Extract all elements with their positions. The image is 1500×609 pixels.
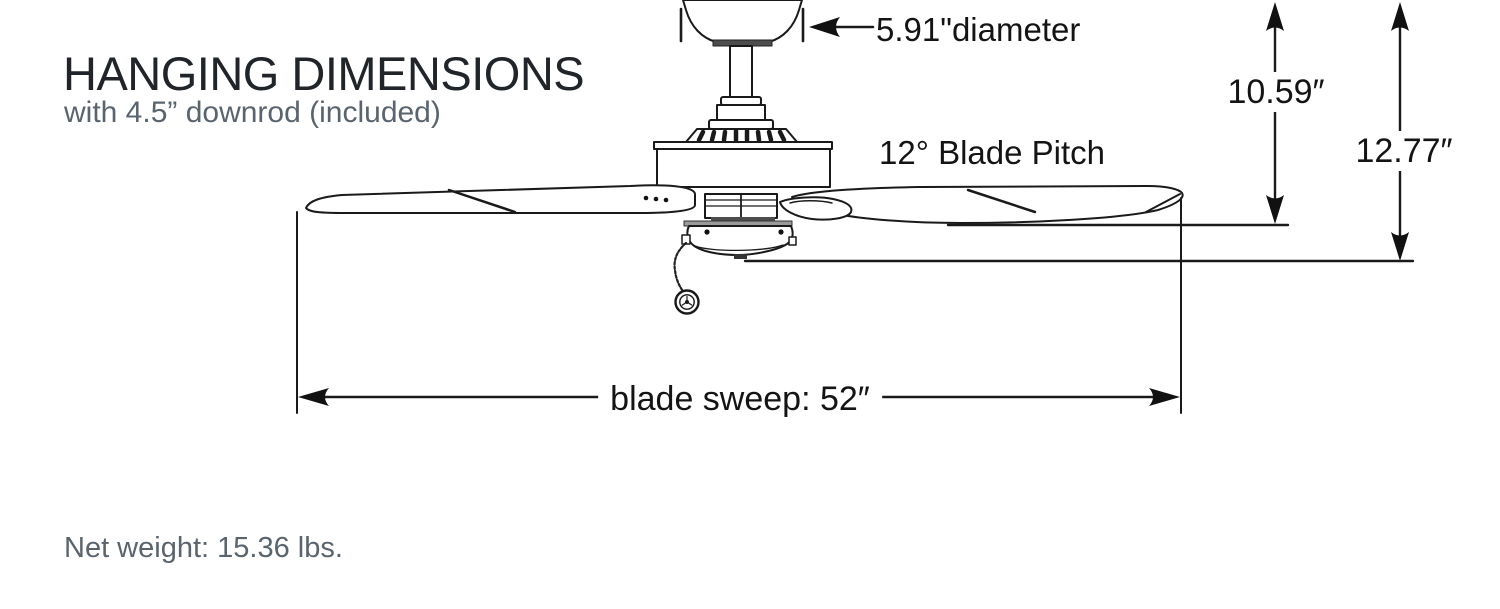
page-subtitle: with 4.5” downrod (included) (64, 96, 441, 129)
blade-pitch-label: 12° Blade Pitch (879, 134, 1106, 171)
canopy-diameter-label: 5.91"diameter (876, 11, 1081, 48)
motor-housing (653, 141, 833, 188)
blade-right (791, 185, 1184, 224)
switch-housing (681, 217, 797, 259)
ceiling-to-blades-label: 10.59″ (1221, 72, 1331, 113)
canopy (682, 0, 803, 47)
page-title: HANGING DIMENSIONS (63, 47, 585, 100)
hub (704, 193, 778, 219)
ceiling-to-bottom-label: 12.77″ (1349, 131, 1459, 172)
downrod-coupling (708, 96, 774, 130)
diameter-tick-marks (679, 7, 805, 43)
pull-chain (673, 241, 700, 315)
height-10-59-dimension-line (1266, 2, 1284, 224)
downrod (729, 45, 753, 99)
net-weight-label: Net weight: 15.36 lbs. (64, 532, 343, 564)
blade-sweep-label: blade sweep: 52″ (598, 379, 882, 420)
diameter-arrow (809, 17, 875, 37)
blade-left (305, 184, 696, 214)
pull-chain-ball (674, 289, 700, 315)
motor-vents (685, 128, 798, 143)
blade-iron (779, 196, 853, 221)
